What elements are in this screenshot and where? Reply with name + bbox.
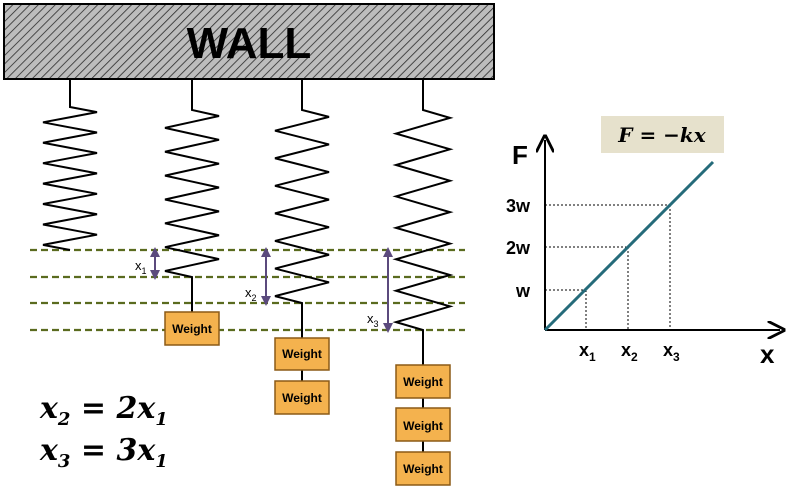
spring-three-weights xyxy=(392,79,454,365)
y-axis-label: F xyxy=(512,140,528,170)
x-tick-x2: x2 xyxy=(621,340,638,364)
x-axis-label: x xyxy=(760,339,775,369)
label-x2: x2 xyxy=(245,285,257,303)
x-tick-x3: x3 xyxy=(663,340,680,364)
weight-block xyxy=(395,364,451,399)
weight-label: Weight xyxy=(403,419,443,433)
formula-box xyxy=(601,116,724,153)
weight-label: Weight xyxy=(282,391,322,405)
y-tick-3w: 3w xyxy=(506,196,531,216)
weight-label: Weight xyxy=(172,322,212,336)
label-x1: x1 xyxy=(135,258,147,276)
weight-block xyxy=(164,311,220,346)
springs xyxy=(42,79,454,365)
y-tick-w: w xyxy=(515,281,531,301)
equations: x2 = 2x1 x3 = 3x1 xyxy=(39,391,168,472)
y-tick-2w: 2w xyxy=(506,238,531,258)
force-graph: F = −kx F x w 2w 3w x1 x2 x3 xyxy=(506,116,780,369)
weight-block xyxy=(274,380,330,415)
spring-two-weights xyxy=(274,79,330,338)
equation-x2: x2 = 2x1 xyxy=(39,391,168,430)
weight-label: Weight xyxy=(282,347,322,361)
label-x3: x3 xyxy=(367,311,379,329)
spring-one-weight xyxy=(164,79,220,312)
weight-block xyxy=(395,451,451,486)
wall-block xyxy=(3,3,495,80)
weight-label: Weight xyxy=(403,375,443,389)
weights: Weight Weight Weight Weight Weight Weigh… xyxy=(164,311,451,486)
weight-block xyxy=(395,407,451,442)
weight-block xyxy=(274,337,330,371)
formula-text: F = −kx xyxy=(617,123,706,147)
force-line xyxy=(543,160,715,332)
weight-label: Weight xyxy=(403,462,443,476)
wall-label: WALL xyxy=(187,19,312,68)
reference-lines xyxy=(30,248,465,332)
x-tick-x1: x1 xyxy=(579,340,596,364)
displacement-arrows: x1 x2 x3 xyxy=(135,247,393,333)
equation-x3: x3 = 3x1 xyxy=(39,433,168,472)
wall: WALL xyxy=(3,3,495,80)
spring-unloaded xyxy=(42,79,98,251)
